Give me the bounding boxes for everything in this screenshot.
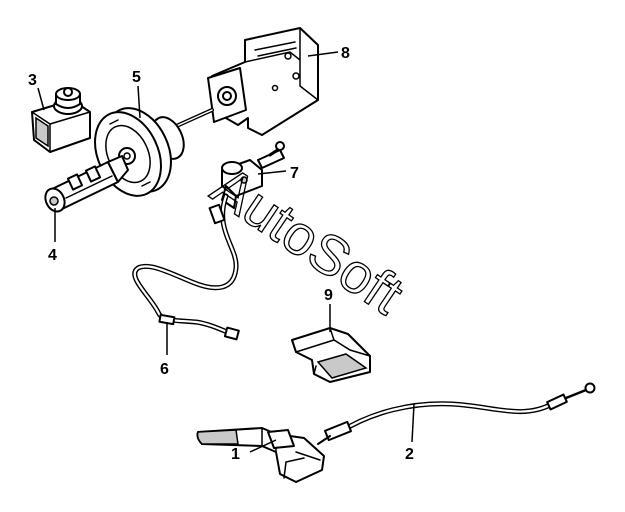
bracket-icon — [291, 327, 371, 383]
parking-brake-cable-icon — [317, 382, 596, 445]
callout-1: 1 — [231, 446, 240, 463]
callout-3: 3 — [28, 72, 37, 89]
callout-9: 9 — [324, 287, 333, 304]
fluid-reservoir-icon — [31, 87, 91, 153]
watermark-text: AutoSoft — [201, 154, 415, 327]
callout-4: 4 — [48, 247, 57, 264]
callout-7: 7 — [290, 165, 299, 182]
master-cylinder-icon — [44, 155, 129, 213]
leader-7 — [257, 170, 287, 175]
parking-brake-lever-icon — [196, 427, 325, 483]
leader-3 — [37, 87, 45, 111]
callout-5: 5 — [132, 69, 141, 86]
pedal-bracket-icon — [207, 27, 319, 136]
callout-2: 2 — [405, 446, 414, 463]
leader-8 — [307, 51, 339, 57]
leader-1 — [249, 439, 277, 453]
callout-6: 6 — [160, 361, 169, 378]
leader-lines — [37, 51, 415, 453]
callout-8: 8 — [341, 45, 350, 62]
leader-5 — [137, 85, 141, 119]
clutch-master-cylinder-icon — [221, 141, 285, 209]
leader-2 — [411, 403, 415, 443]
